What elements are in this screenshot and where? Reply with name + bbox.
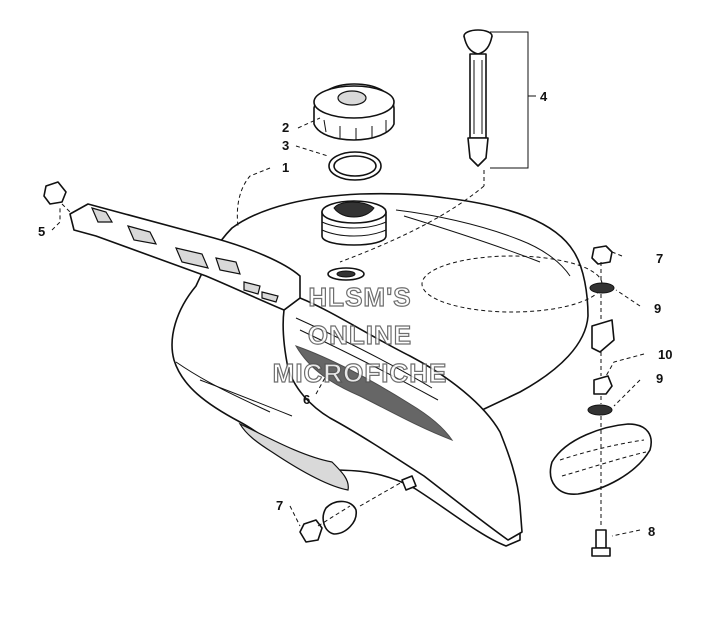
clip-5 (43, 181, 71, 213)
callout-4: 4 (540, 89, 548, 104)
callout-7-upper: 7 (656, 251, 663, 266)
watermark-line-2: ONLINE (308, 320, 412, 350)
gasket (328, 151, 382, 181)
watermark-line-3: MICROFICHE (273, 358, 448, 388)
callout-9-upper: 9 (654, 301, 661, 316)
callout-7-lower: 7 (276, 498, 283, 513)
callout-labels: 2 3 1 4 5 6 7 9 10 9 7 8 (38, 89, 672, 539)
filler-neck (321, 200, 387, 281)
callout-3: 3 (282, 138, 289, 153)
callout-6: 6 (303, 392, 310, 407)
lower-hardware (299, 475, 417, 543)
watermark: HLSM'S ONLINE MICROFICHE (272, 281, 448, 388)
side-panel (282, 297, 523, 541)
callout-leaders (51, 31, 645, 537)
callout-1: 1 (282, 160, 289, 175)
fuel-cap (313, 83, 395, 141)
callout-8: 8 (648, 524, 655, 539)
watermark-line-1: HLSM'S (308, 282, 411, 312)
callout-10: 10 (658, 347, 672, 362)
callout-9-lower: 9 (656, 371, 663, 386)
callout-2: 2 (282, 120, 289, 135)
fuel-gauge-sender (339, 29, 493, 263)
callout-5: 5 (38, 224, 45, 239)
mount-hardware (549, 245, 652, 557)
frame-rail (69, 203, 301, 311)
